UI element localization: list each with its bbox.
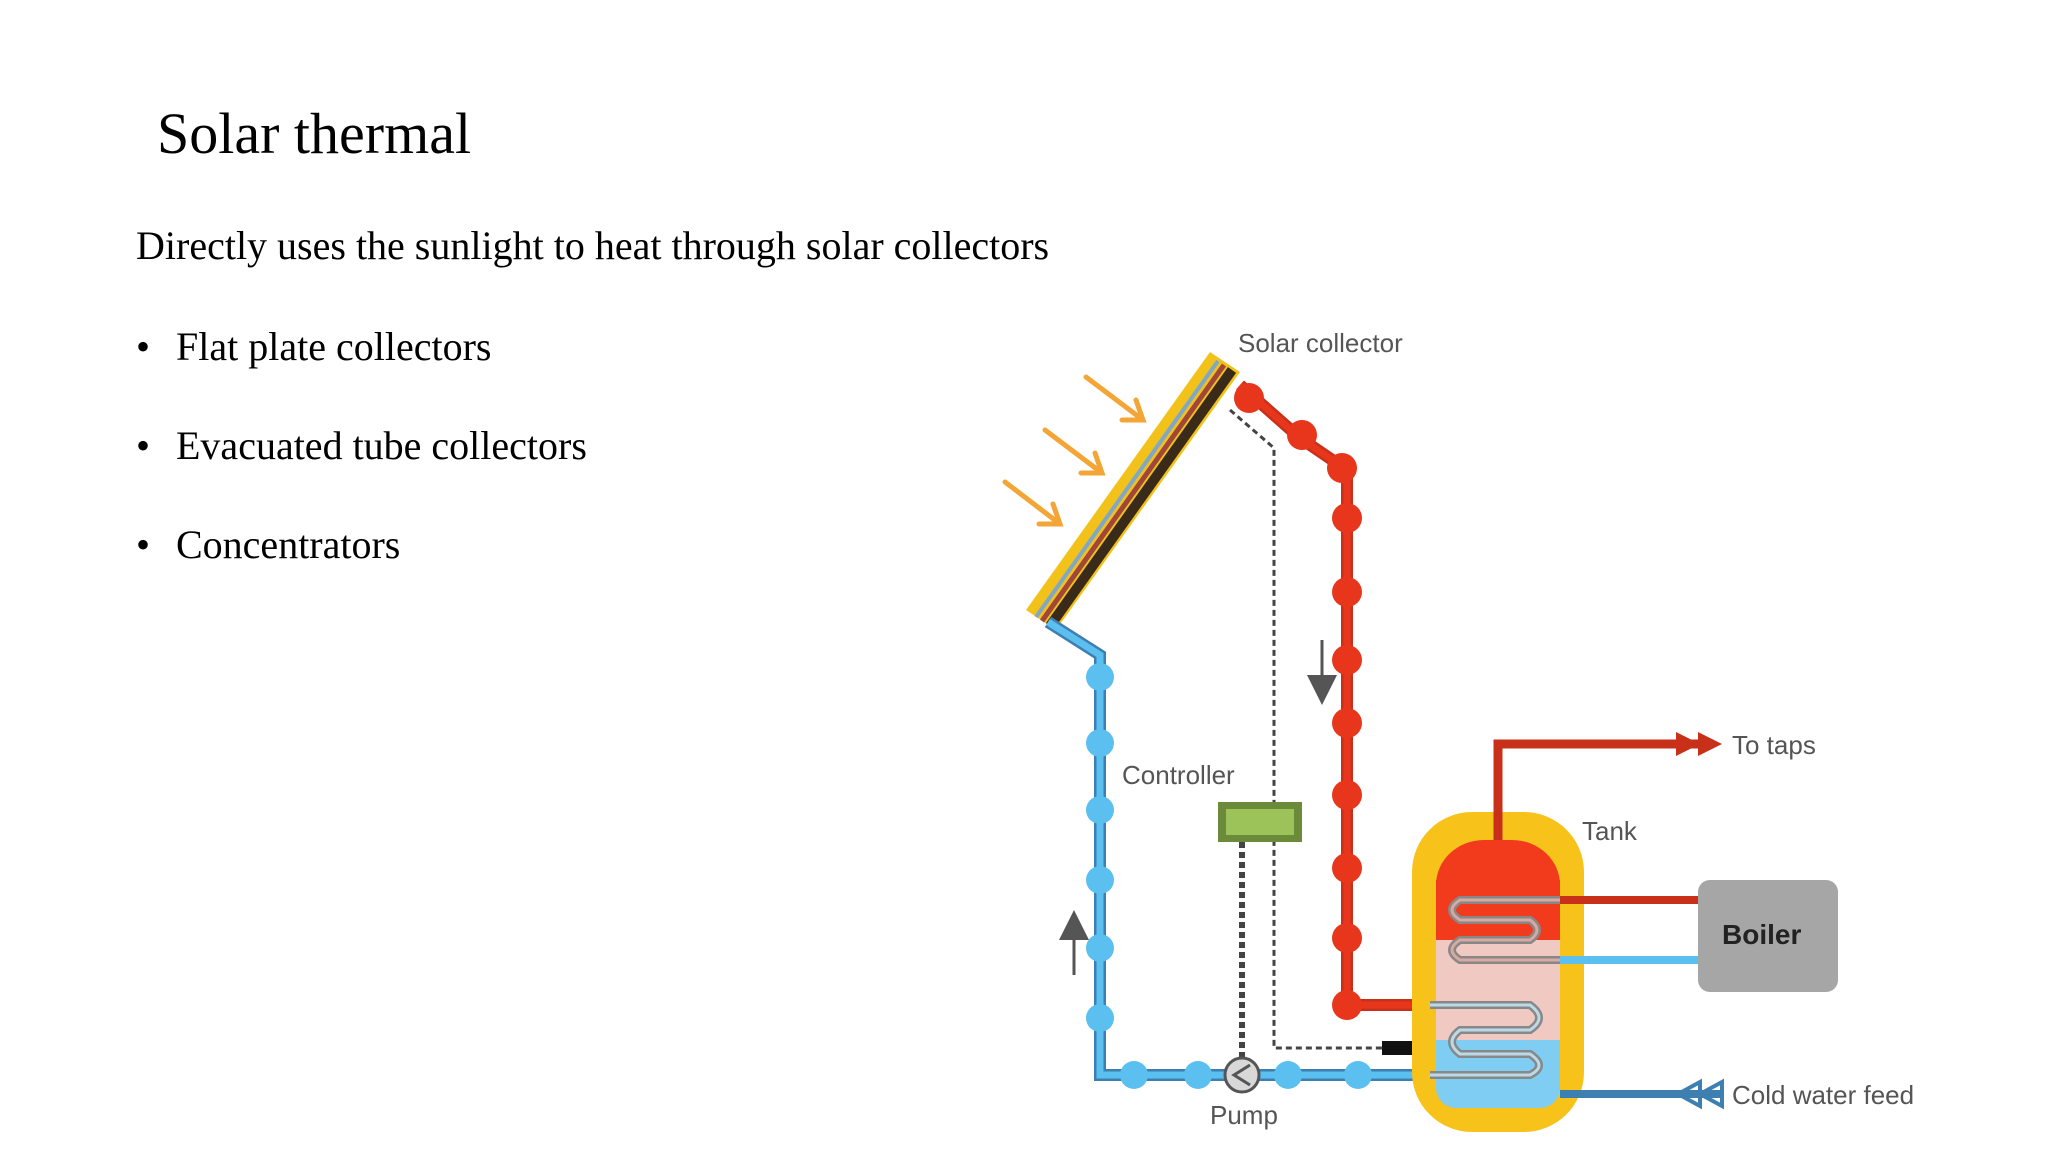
label-cold-water-feed: Cold water feed: [1732, 1080, 1914, 1110]
label-tank: Tank: [1582, 816, 1638, 846]
label-solar-collector: Solar collector: [1238, 328, 1403, 358]
hot-pipe: [1234, 380, 1430, 1020]
sunlight-arrows: [1002, 374, 1147, 527]
boiler-box: [1698, 880, 1838, 992]
sensor-wire: [1229, 408, 1410, 1060]
pump-icon: [1223, 1056, 1261, 1094]
sun-arrow-icon: [1002, 479, 1064, 527]
bullet-dot: •: [136, 423, 151, 468]
cold-water-feed-pipe: [1560, 1078, 1724, 1110]
bullet-text: Concentrators: [176, 522, 401, 567]
bullet-text: Evacuated tube collectors: [176, 423, 587, 468]
label-to-taps: To taps: [1732, 730, 1816, 760]
sun-arrow-icon: [1042, 427, 1106, 476]
solar-collector-panel: [1026, 352, 1240, 630]
to-taps-pipe: [1493, 732, 1722, 840]
bullet-dot: •: [136, 522, 151, 567]
bullet-item: • Concentrators: [136, 520, 587, 619]
label-boiler: Boiler: [1722, 919, 1801, 950]
bullet-item: • Flat plate collectors: [136, 322, 587, 421]
slide-title: Solar thermal: [157, 101, 472, 166]
sun-arrow-icon: [1083, 374, 1147, 423]
bullet-item: • Evacuated tube collectors: [136, 421, 587, 520]
to-taps-arrow-icon: [1676, 732, 1700, 756]
slide-subtitle: Directly uses the sunlight to heat throu…: [136, 223, 1050, 268]
bullet-text: Flat plate collectors: [176, 324, 492, 369]
tank: [1412, 812, 1584, 1132]
bullet-list: • Flat plate collectors • Evacuated tube…: [136, 322, 587, 619]
controller-box: [1218, 802, 1302, 842]
cold-pipe: [1044, 616, 1430, 1089]
tank-sensor: [1382, 1041, 1414, 1055]
bullet-dot: •: [136, 324, 151, 369]
label-pump: Pump: [1210, 1100, 1278, 1130]
label-controller: Controller: [1122, 760, 1235, 790]
